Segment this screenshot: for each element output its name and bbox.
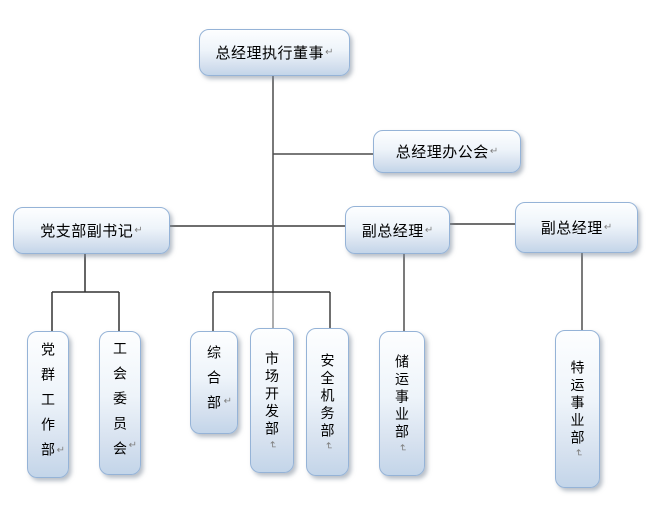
org-box-party-mass-work-dept[interactable]: 党群工作部 ↵: [27, 331, 69, 478]
org-box-deputy-gm-b[interactable]: 副总经理 ↵: [515, 202, 638, 253]
paragraph-mark-icon: ↵: [572, 447, 583, 459]
org-box-label: 市场开发部: [264, 351, 280, 439]
org-box-party-branch-deputy-secretary[interactable]: 党支部副书记 ↵: [13, 207, 170, 254]
paragraph-mark-icon: ↵: [325, 47, 334, 58]
org-box-ceo[interactable]: 总经理执行董事 ↵: [199, 29, 350, 76]
org-box-label: 工会委员会: [112, 340, 128, 466]
paragraph-mark-icon: ↵: [266, 439, 278, 451]
paragraph-mark-icon: ↵: [56, 445, 65, 456]
org-box-label: 特运事业部: [569, 359, 586, 448]
org-box-safety-machinery-dept[interactable]: 安全机务部↵: [306, 328, 349, 476]
org-box-label: 安全机务部: [319, 352, 336, 441]
org-box-label: 副总经理: [361, 222, 424, 240]
paragraph-mark-icon: ↵: [424, 224, 434, 236]
paragraph-mark-icon: ↵: [128, 440, 137, 451]
org-box-general-dept[interactable]: 综合部 ↵: [190, 331, 238, 434]
org-box-union-committee[interactable]: 工会委员会 ↵: [99, 331, 141, 475]
org-box-label: 储运事业部: [394, 354, 410, 442]
org-box-gm-office-meeting[interactable]: 总经理办公会 ↵: [373, 130, 521, 173]
org-box-label: 党支部副书记: [40, 223, 134, 240]
paragraph-mark-icon: ↵: [134, 225, 143, 236]
org-box-label: 总经理办公会: [395, 144, 489, 161]
paragraph-mark-icon: ↵: [396, 442, 408, 454]
paragraph-mark-icon: ↵: [223, 396, 232, 407]
paragraph-mark-icon: ↵: [322, 440, 333, 452]
org-box-special-transport-division[interactable]: 特运事业部↵: [555, 330, 600, 488]
org-box-label: 党群工作部: [40, 342, 56, 467]
paragraph-mark-icon: ↵: [489, 146, 499, 157]
paragraph-mark-icon: ↵: [603, 222, 613, 233]
org-box-storage-transport-division[interactable]: 储运事业部↵: [379, 331, 425, 476]
org-box-deputy-gm-a[interactable]: 副总经理 ↵: [345, 206, 450, 254]
org-box-label: 总经理执行董事: [215, 45, 325, 62]
org-box-market-development-dept[interactable]: 市场开发部↵: [250, 328, 294, 473]
org-box-label: 副总经理: [540, 220, 603, 237]
org-box-label: 综合部: [206, 345, 222, 420]
